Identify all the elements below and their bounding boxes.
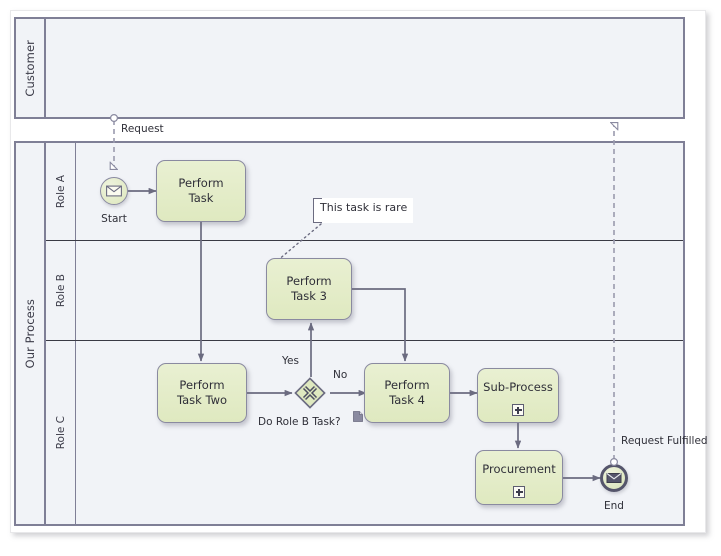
pool-customer-header: Customer <box>16 19 46 117</box>
text-annotation-rare-task[interactable]: This task is rare <box>313 198 414 223</box>
lane-role-a[interactable]: Role A <box>46 143 683 240</box>
lane-role-b-header: Role B <box>46 241 76 340</box>
lane-role-a-label: Role A <box>54 174 67 209</box>
task-perform-task-two-line2: Task Two <box>176 393 228 407</box>
lane-role-b-label: Role B <box>54 273 67 308</box>
gateway-label-do-role-b-task: Do Role B Task? <box>258 416 341 428</box>
envelope-icon <box>606 473 622 483</box>
exclusive-gateway-icon <box>294 377 326 409</box>
task-perform-task[interactable]: Perform Task <box>156 160 246 222</box>
task-perform-task-line1: Perform <box>178 176 224 190</box>
end-event[interactable] <box>600 464 628 492</box>
task-procurement-line1: Procurement <box>482 462 556 476</box>
text-annotation-label: This task is rare <box>320 201 408 214</box>
task-perform-task-3[interactable]: Perform Task 3 <box>266 258 352 320</box>
annotation-bracket <box>313 198 322 223</box>
pool-customer-label: Customer <box>23 39 37 97</box>
gateway-do-role-b-task[interactable] <box>294 377 326 409</box>
lane-role-b[interactable]: Role B <box>46 240 683 340</box>
lane-role-c-label: Role C <box>54 415 67 450</box>
task-perform-task-4[interactable]: Perform Task 4 <box>364 363 450 423</box>
task-perform-task-4-line1: Perform <box>384 378 430 392</box>
task-perform-task-3-line1: Perform <box>286 274 332 288</box>
task-perform-task-two[interactable]: Perform Task Two <box>157 363 247 423</box>
task-perform-task-two-line1: Perform <box>179 378 225 392</box>
flow-label-no: No <box>333 369 348 381</box>
lane-role-c-header: Role C <box>46 341 76 524</box>
task-perform-task-3-line2: Task 3 <box>291 289 327 303</box>
note-marker-icon[interactable] <box>353 411 363 422</box>
start-event[interactable] <box>100 177 128 205</box>
task-sub-process-line1: Sub-Process <box>483 380 553 394</box>
message-flow-label-request: Request <box>121 123 164 135</box>
envelope-icon <box>106 185 122 197</box>
pool-our-process-label: Our Process <box>23 298 37 369</box>
start-event-label: Start <box>101 213 127 225</box>
lane-role-a-header: Role A <box>46 143 76 240</box>
task-sub-process[interactable]: Sub-Process <box>477 368 559 423</box>
end-event-label: End <box>604 500 624 512</box>
flow-label-yes: Yes <box>282 355 299 367</box>
pool-our-process-header: Our Process <box>16 143 46 524</box>
task-procurement[interactable]: Procurement <box>475 450 563 505</box>
task-perform-task-4-line2: Task 4 <box>389 393 425 407</box>
pool-customer[interactable]: Customer <box>14 17 685 119</box>
task-perform-task-line2: Task <box>188 191 214 205</box>
message-flow-label-request-fulfilled: Request Fulfilled <box>621 435 708 447</box>
collapsed-subprocess-plus-icon[interactable] <box>512 404 524 416</box>
collapsed-subprocess-plus-icon[interactable] <box>513 486 525 498</box>
